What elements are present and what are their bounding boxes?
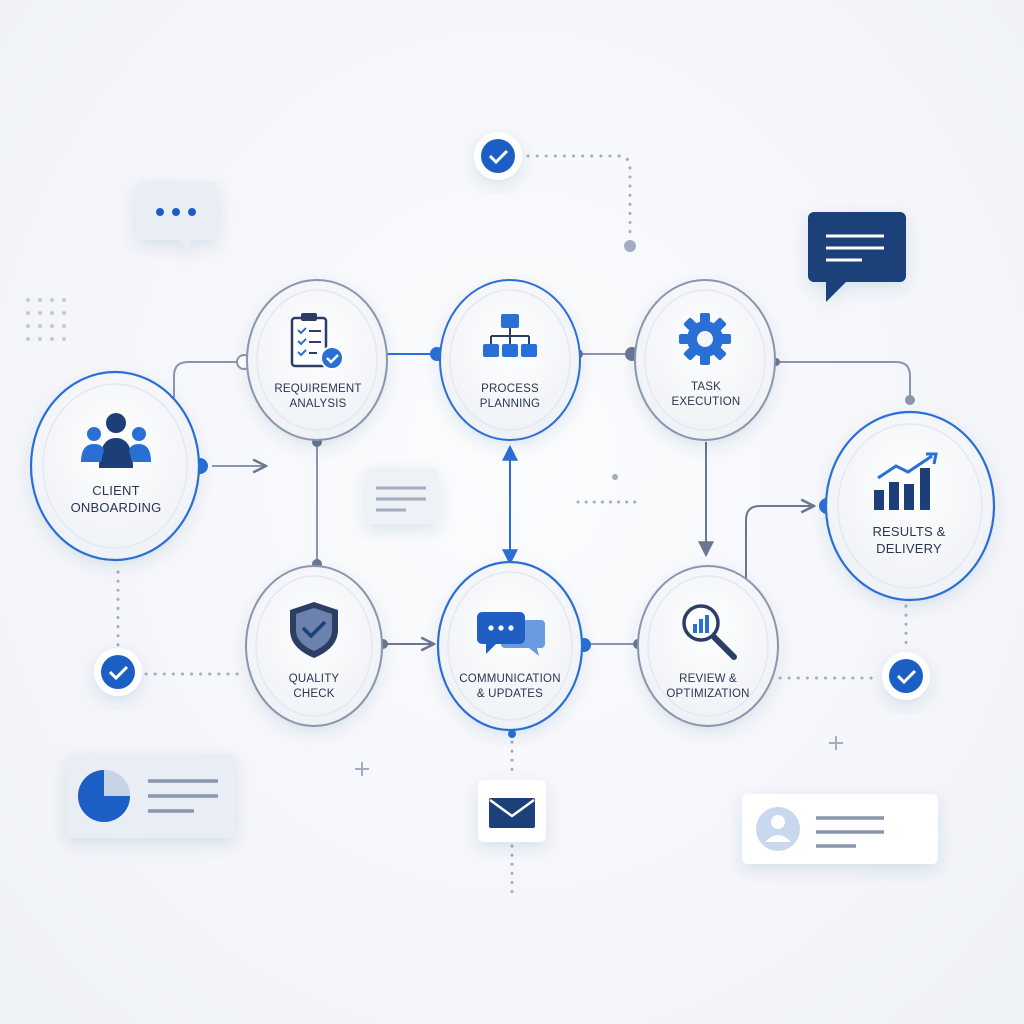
node-label-line2: OPTIMIZATION <box>666 688 749 700</box>
typing-bubble-icon <box>136 182 218 250</box>
user-card <box>742 794 938 864</box>
node-results-delivery[interactable]: RESULTS & DELIVERY <box>824 410 996 602</box>
checkmark-badge-icon <box>94 648 142 696</box>
dot-grid-decoration <box>26 298 66 341</box>
node-communication-updates[interactable]: COMMUNICATION & UPDATES <box>436 560 584 732</box>
magnifier-chart-icon <box>682 604 737 660</box>
gear-icon <box>679 313 731 365</box>
connector-task-results <box>776 361 911 400</box>
node-label-line1: REQUIREMENT <box>274 383 361 395</box>
plus-icon <box>355 762 369 776</box>
node-label-line1: COMMUNICATION <box>459 673 560 685</box>
connector-client-requirement <box>173 361 244 398</box>
pie-chart-icon <box>78 770 130 822</box>
node-label-line2: PLANNING <box>480 398 540 410</box>
dot-center-small <box>612 474 618 480</box>
user-avatar-icon <box>756 807 800 851</box>
hierarchy-icon <box>483 314 537 357</box>
node-label-line1: REVIEW & <box>679 673 737 685</box>
node-label-line1: CLIENT <box>92 483 139 498</box>
node-quality-check[interactable]: QUALITY CHECK <box>245 565 383 727</box>
connectors <box>173 353 911 644</box>
node-label-line2: DELIVERY <box>876 541 942 556</box>
pie-chart-card <box>66 754 236 838</box>
node-label-line1: PROCESS <box>481 383 539 395</box>
plus-icon <box>829 736 843 750</box>
dotted-top-check <box>526 154 632 240</box>
node-label-line1: TASK <box>691 381 721 393</box>
node-label-line2: ANALYSIS <box>290 398 347 410</box>
dotted-connectors <box>116 154 908 902</box>
message-bubble-icon <box>808 212 906 302</box>
users-icon <box>81 413 151 468</box>
shield-check-icon <box>290 602 338 658</box>
node-review-optimization[interactable]: REVIEW & OPTIMIZATION <box>637 565 779 727</box>
growth-chart-icon <box>874 452 938 510</box>
clipboard-check-icon <box>290 313 344 370</box>
node-label-line2: ONBOARDING <box>71 500 162 515</box>
node-requirement-analysis[interactable]: REQUIREMENT ANALYSIS <box>246 279 388 441</box>
chat-bubbles-icon <box>477 612 545 656</box>
node-label-line1: RESULTS & <box>872 524 945 539</box>
node-client-onboarding[interactable]: CLIENT ONBOARDING <box>29 370 201 562</box>
node-task-execution[interactable]: TASK EXECUTION <box>634 279 776 441</box>
checkmark-badge-icon <box>474 132 522 180</box>
text-card-decoration <box>366 468 438 524</box>
connector-review-results <box>745 506 814 580</box>
node-label-line2: CHECK <box>293 688 334 700</box>
node-label-line2: EXECUTION <box>672 396 741 408</box>
envelope-icon <box>478 780 546 842</box>
node-label-line2: & UPDATES <box>477 688 543 700</box>
dot-top-end <box>624 240 636 252</box>
checkmark-badge-icon <box>882 652 930 700</box>
node-process-planning[interactable]: PROCESS PLANNING <box>439 279 581 441</box>
node-label-line1: QUALITY <box>289 673 340 685</box>
